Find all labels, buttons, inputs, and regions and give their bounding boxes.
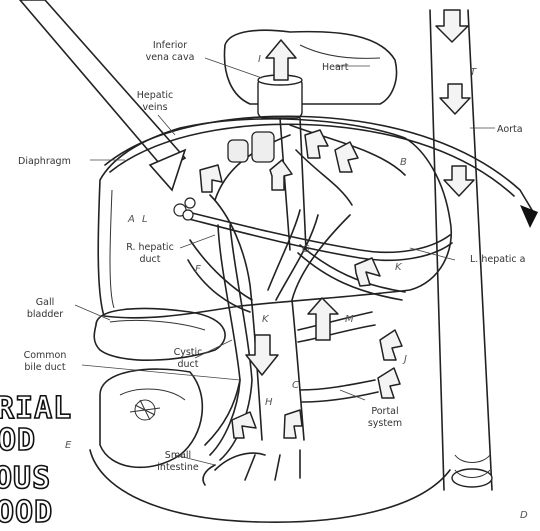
legend-venous-blood: OOD [0, 495, 53, 527]
svg-text:K: K [395, 262, 403, 273]
portal-tributaries [203, 450, 300, 485]
down-arrow-aorta-1-icon [436, 10, 468, 42]
label-aorta: Aorta [497, 124, 523, 135]
svg-text:M: M [345, 314, 354, 325]
pancreas-lobule [130, 400, 160, 420]
hepatic-artery-left-arrowhead-icon [520, 205, 538, 228]
svg-text:Gall: Gall [36, 297, 54, 308]
svg-text:Inferior: Inferior [153, 40, 187, 51]
duodenum-outline [90, 450, 450, 522]
svg-text:C: C [292, 380, 299, 391]
svg-text:Cystic: Cystic [174, 347, 203, 358]
liver-inner-edge [110, 190, 114, 308]
svg-text:G: G [302, 244, 310, 255]
bile-duct-nodules-icon [174, 198, 195, 220]
svg-text:I: I [258, 54, 261, 65]
svg-text:Common: Common [24, 350, 67, 361]
flow-arrow-diag-2-icon [232, 412, 256, 438]
heart-outline [224, 30, 396, 104]
svg-text:intestine: intestine [157, 462, 199, 473]
stomach-inner-fold [120, 389, 185, 400]
svg-text:Hepatic: Hepatic [137, 90, 173, 101]
svg-text:vena cava: vena cava [146, 52, 195, 63]
svg-text:system: system [368, 418, 402, 429]
svg-text:duct: duct [140, 254, 161, 265]
label-portal-system: Portal system [368, 406, 402, 429]
svg-text:T: T [470, 67, 477, 78]
svg-text:B: B [400, 157, 407, 168]
svg-text:K: K [262, 314, 270, 325]
up-arrow-ivc-icon [266, 40, 296, 80]
legend-arterial: RIAL [0, 391, 72, 426]
flow-arrow-diag-4-icon [378, 368, 400, 398]
svg-text:bladder: bladder [27, 309, 63, 320]
svg-text:L: L [142, 214, 148, 225]
label-small-intestine: Small intestine [157, 450, 199, 473]
inferior-vena-cava [258, 75, 302, 118]
label-r-hepatic-duct: R. hepatic duct [126, 242, 174, 265]
down-arrow-aorta-3-icon [444, 166, 474, 196]
svg-text:R. hepatic: R. hepatic [126, 242, 174, 253]
svg-text:H: H [265, 397, 273, 408]
svg-text:Portal: Portal [371, 406, 398, 417]
label-inferior-vena-cava: Inferior vena cava [146, 40, 195, 63]
label-l-hepatic-a: L. hepatic a [470, 254, 525, 265]
label-heart: Heart [322, 62, 349, 73]
legend-venous: OUS [0, 461, 51, 496]
label-gallbladder: Gall bladder [27, 297, 63, 320]
svg-text:D: D [520, 510, 528, 521]
label-common-bile-duct: Common bile duct [24, 350, 67, 373]
svg-text:duct: duct [178, 359, 199, 370]
flow-arrow-top-1-icon [200, 165, 222, 192]
gallbladder-fold [110, 320, 205, 330]
svg-text:J: J [402, 354, 407, 365]
svg-text:F: F [195, 264, 201, 275]
flow-arrow-up-2-icon [284, 410, 302, 438]
flow-arrow-top-4-icon [270, 160, 292, 190]
flow-arrow-diag-1-icon [355, 258, 380, 286]
flow-arrow-diag-3-icon [380, 330, 402, 360]
svg-text:E: E [65, 440, 72, 451]
flow-arrow-top-2-icon [305, 130, 328, 158]
legend-arterial-blood: OD [0, 423, 36, 458]
label-hepatic-veins: Hepatic veins [137, 90, 173, 113]
svg-text:veins: veins [142, 102, 167, 113]
svg-text:Small: Small [165, 450, 191, 461]
svg-text:A: A [127, 214, 135, 225]
label-cystic-duct: Cystic duct [174, 347, 203, 370]
legend-cropped: RIAL OD OUS OOD [0, 391, 72, 527]
heart-detail-line [300, 45, 380, 58]
down-arrow-aorta-2-icon [440, 84, 470, 114]
svg-text:bile duct: bile duct [24, 362, 65, 373]
label-diaphragm: Diaphragm [18, 156, 71, 167]
